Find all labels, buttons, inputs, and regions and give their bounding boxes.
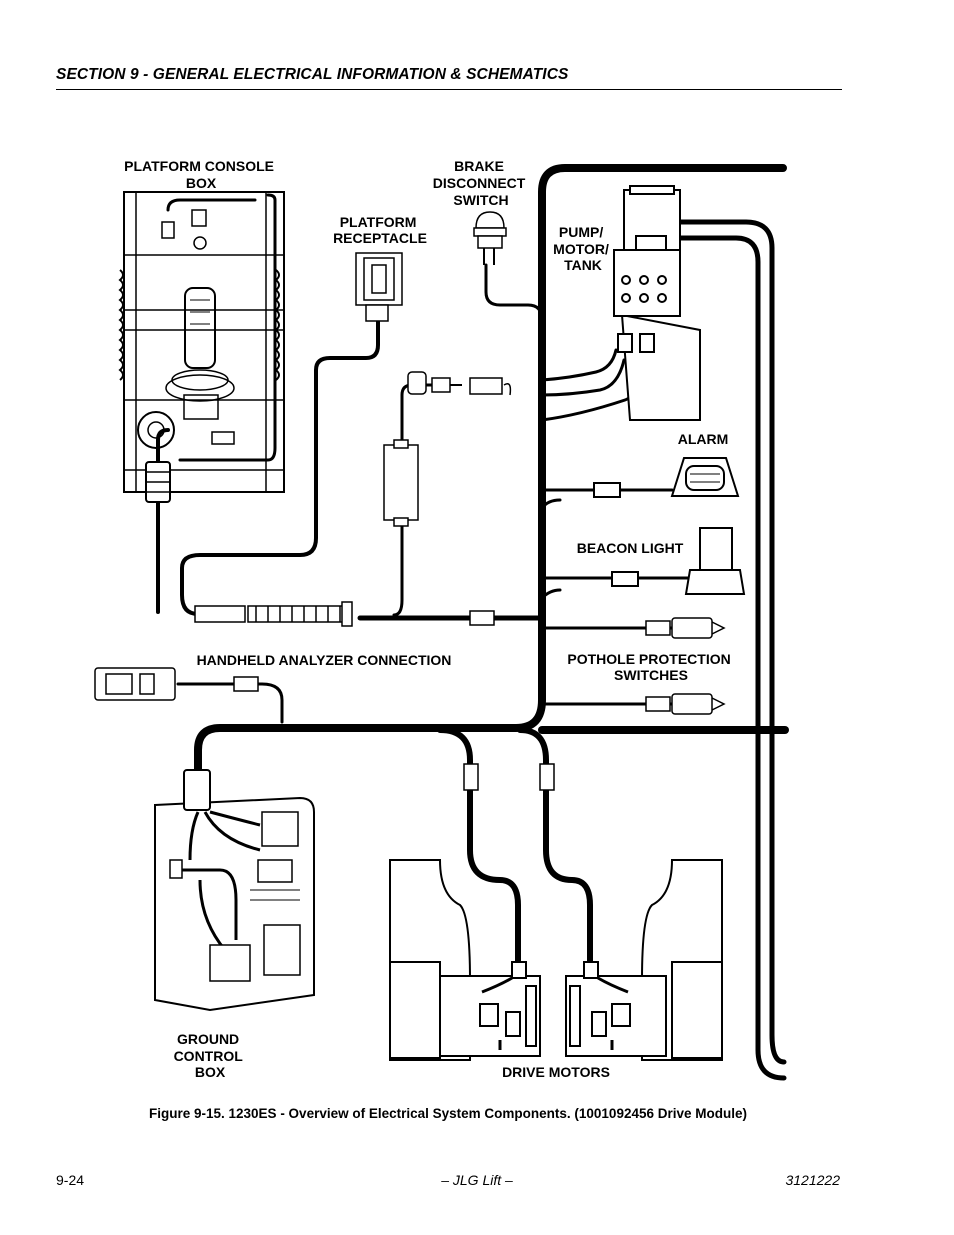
label-pothole-protection-switches: POTHOLE PROTECTION SWITCHES [567,651,734,683]
inline-connector-bank [194,601,353,627]
label-ground-control-box: GROUND CONTROL BOX [174,1031,247,1080]
ground-control-box [154,769,315,1012]
handheld-analyzer-connector [94,667,259,701]
label-handheld-analyzer-connection: HANDHELD ANALYZER CONNECTION [197,652,452,668]
beacon-light [611,527,746,595]
spare-plug-connectors [383,371,512,527]
label-drive-motors: DRIVE MOTORS [502,1064,610,1080]
footer-publisher: – JLG Lift – [441,1172,513,1188]
figure-caption: Figure 9-15. 1230ES - Overview of Electr… [149,1106,747,1121]
drive-motor-harness-connectors [463,763,555,791]
brake-disconnect-switch [473,211,507,265]
main-harness [156,164,789,1081]
drive-motors [389,859,723,1061]
label-platform-receptacle: PLATFORM RECEPTACLE [333,214,427,246]
pump-motor-tank [613,185,701,421]
platform-receptacle [355,252,403,322]
label-beacon-light: BEACON LIGHT [577,540,684,556]
label-platform-console-box: PLATFORM CONSOLE BOX [124,158,278,191]
section-title: SECTION 9 - GENERAL ELECTRICAL INFORMATI… [56,66,569,83]
alarm [593,457,740,498]
label-brake-disconnect-switch: BRAKE DISCONNECT SWITCH [433,158,529,208]
label-alarm: ALARM [678,431,729,447]
label-pump-motor-tank: PUMP/ MOTOR/ TANK [553,224,613,273]
header-rule [56,89,842,90]
document-number: 3121222 [785,1172,840,1188]
page-number: 9-24 [56,1172,85,1188]
pothole-protection-switches [469,610,726,715]
platform-console-box [118,191,285,503]
